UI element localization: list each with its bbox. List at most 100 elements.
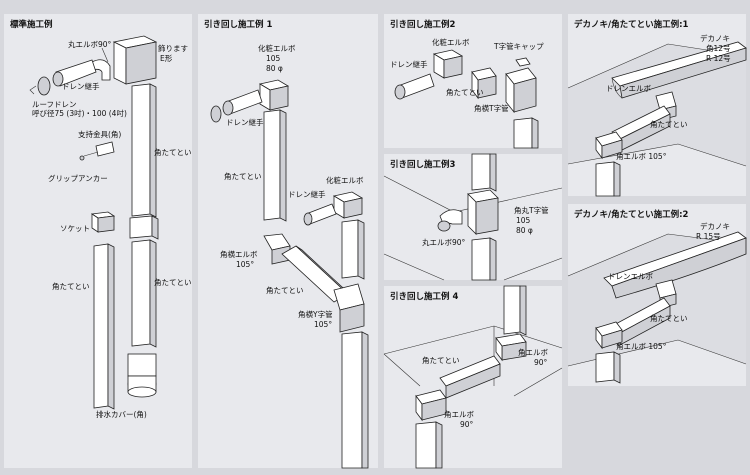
label-corner-elbow-1: 角エルボ (518, 348, 548, 357)
square-pipe-right-icon (341, 219, 365, 280)
label-corner-elbow: 角エルボ 105° (616, 342, 667, 351)
routing1-drawing (210, 79, 369, 469)
drain-joint-icon (394, 73, 435, 100)
label-square-pipe-2: 角たてとい (52, 282, 90, 291)
label-spec1: 105 (516, 216, 531, 225)
label-e-type: E形 (160, 54, 173, 63)
square-pipe-upper-icon (131, 83, 157, 218)
label-spec1: 角12号 (706, 44, 731, 53)
corner-elbow-icon (595, 131, 623, 160)
label-roof-drain-size: 呼び径75 (3吋)・100 (4吋) (32, 109, 127, 118)
label-spec2: R 12号 (706, 54, 731, 63)
label-brand: デカノキ (700, 34, 730, 43)
label-drain-joint-2: ドレン継手 (288, 190, 326, 199)
decanoki2-drawing (567, 231, 747, 384)
label-kaku-maru-t: 角丸T字管 (514, 206, 549, 215)
label-round-elbow: 丸エルボ90° (68, 40, 112, 49)
drain-joint-icon (210, 89, 263, 123)
routing4-drawing (383, 285, 563, 469)
square-pipe-standalone-icon (93, 243, 115, 410)
panel-routing2: 引き回し施工例2 化粧エルボ T字管キャップ ドレン継手 角たてとい 角 (384, 14, 562, 149)
label-spec2: 80 φ (516, 226, 533, 235)
label-square-pipe-1: 角たてとい (154, 148, 192, 157)
label-drain-joint: ドレン継手 (390, 60, 428, 69)
square-pipe-bottom-icon (513, 117, 539, 149)
corner-y-pipe-icon (333, 283, 365, 333)
round-elbow-icon (437, 209, 463, 232)
square-pipe-bottom-icon (471, 237, 497, 281)
square-pipe-top-icon (503, 285, 527, 336)
label-roof-drain: ルーフドレン (32, 100, 77, 109)
drain-cover-icon (127, 353, 157, 398)
round-elbow-icon (91, 59, 111, 81)
panel-routing4: 引き回し施工例 4 角たてとい 角エルボ 90° 角エルボ (383, 285, 563, 469)
label-kazarimasu: 飾ります (158, 44, 188, 53)
square-pipe-top-icon (471, 153, 497, 192)
label-round-elbow: 丸エルボ90° (422, 238, 466, 247)
panel-standard: 標準施工例 (4, 14, 192, 468)
label-square-pipe-2: 角たてとい (266, 286, 304, 295)
corner-elbow-2-icon (415, 389, 447, 422)
square-pipe-bottom-icon (595, 351, 621, 384)
drain-joint-icon (52, 59, 97, 87)
label-square-pipe: 角たてとい (446, 88, 484, 97)
panel-routing3: 引き回し施工例3 角丸T字管 105 80 φ 丸エルボ90° (383, 153, 563, 281)
label-square-pipe: 角たてとい (650, 314, 688, 323)
panel-title: 標準施工例 (10, 20, 53, 30)
label-drain-joint: ドレン継手 (62, 82, 100, 91)
label-square-pipe-1: 角たてとい (224, 172, 262, 181)
label-support: 支持金具(角) (78, 130, 122, 139)
gutter-icon (603, 231, 747, 299)
label-corner-elbow: 角横エルボ (220, 250, 258, 259)
square-pipe-bottom-icon (341, 331, 369, 469)
label-decor-elbow-spec2: 80 φ (266, 64, 283, 73)
label-corner-elbow-deg: 105° (236, 260, 255, 269)
label-brand: デカノキ (700, 222, 730, 231)
routing2-drawing (394, 49, 539, 149)
support-bracket-icon (79, 141, 115, 161)
label-square-pipe-3: 角たてとい (154, 278, 192, 287)
gutter-icon (611, 41, 747, 99)
panel-routing1: 引き回し施工例 1 (198, 14, 378, 469)
socket-joint-icon (129, 215, 159, 240)
socket-standalone-icon (90, 211, 116, 233)
label-decor-elbow-2: 化粧エルボ (326, 176, 364, 185)
label-corner-elbow-1-deg: 90° (534, 358, 548, 367)
decanoki1-drawing (567, 41, 747, 197)
kaku-maru-t-icon (467, 189, 499, 235)
panel-decanoki1: デカノキ/角たてとい施工例:1 デカノキ 角12号 R 12号 ドレンエル (567, 14, 747, 197)
label-corner-y-deg: 105° (314, 320, 333, 329)
decor-elbow-icon (258, 79, 290, 111)
label-spec1: R 15号 (696, 232, 721, 241)
label-drain-elbow: ドレンエルボ (606, 84, 651, 93)
square-pipe-short-icon (471, 67, 497, 100)
square-pipe-bottom-icon (415, 421, 443, 469)
corner-elbow-icon (595, 321, 623, 350)
label-decor-elbow: 化粧エルボ (432, 38, 470, 47)
panel-title: 引き回し施工例3 (390, 160, 456, 170)
corner-t-icon (505, 57, 537, 114)
label-drain-elbow: ドレンエルボ (608, 272, 653, 281)
panel-title: デカノキ/角たてとい施工例:1 (574, 20, 689, 30)
panel-title: デカノキ/角たてとい施工例:2 (574, 210, 689, 220)
panel-title: 引き回し施工例 1 (204, 20, 273, 30)
routing3-drawing (383, 153, 563, 281)
label-corner-y: 角横Y字管 (298, 310, 333, 319)
label-drain-joint: ドレン継手 (226, 118, 264, 127)
corner-elbow-icon (263, 233, 291, 265)
label-square-pipe: 角たてとい (650, 120, 688, 129)
standard-drawing (29, 35, 159, 410)
label-corner-elbow-2-deg: 90° (460, 420, 474, 429)
drain-joint-2-icon (303, 203, 337, 226)
panel-title: 引き回し施工例2 (390, 20, 456, 30)
panel-title: 引き回し施工例 4 (390, 292, 459, 302)
corner-elbow-1-icon (495, 333, 527, 362)
square-pipe-vertical-icon (263, 109, 287, 222)
decor-elbow-2-icon (332, 191, 364, 219)
label-square-pipe: 角たてとい (422, 356, 460, 365)
label-t-cap: T字管キャップ (494, 42, 544, 51)
label-drain-cover: 排水カバー(角) (96, 410, 147, 419)
label-corner-t: 角横T字管 (474, 104, 509, 113)
label-decor-elbow-spec1: 105 (266, 54, 281, 63)
kazarimasu-box-icon (112, 35, 158, 85)
